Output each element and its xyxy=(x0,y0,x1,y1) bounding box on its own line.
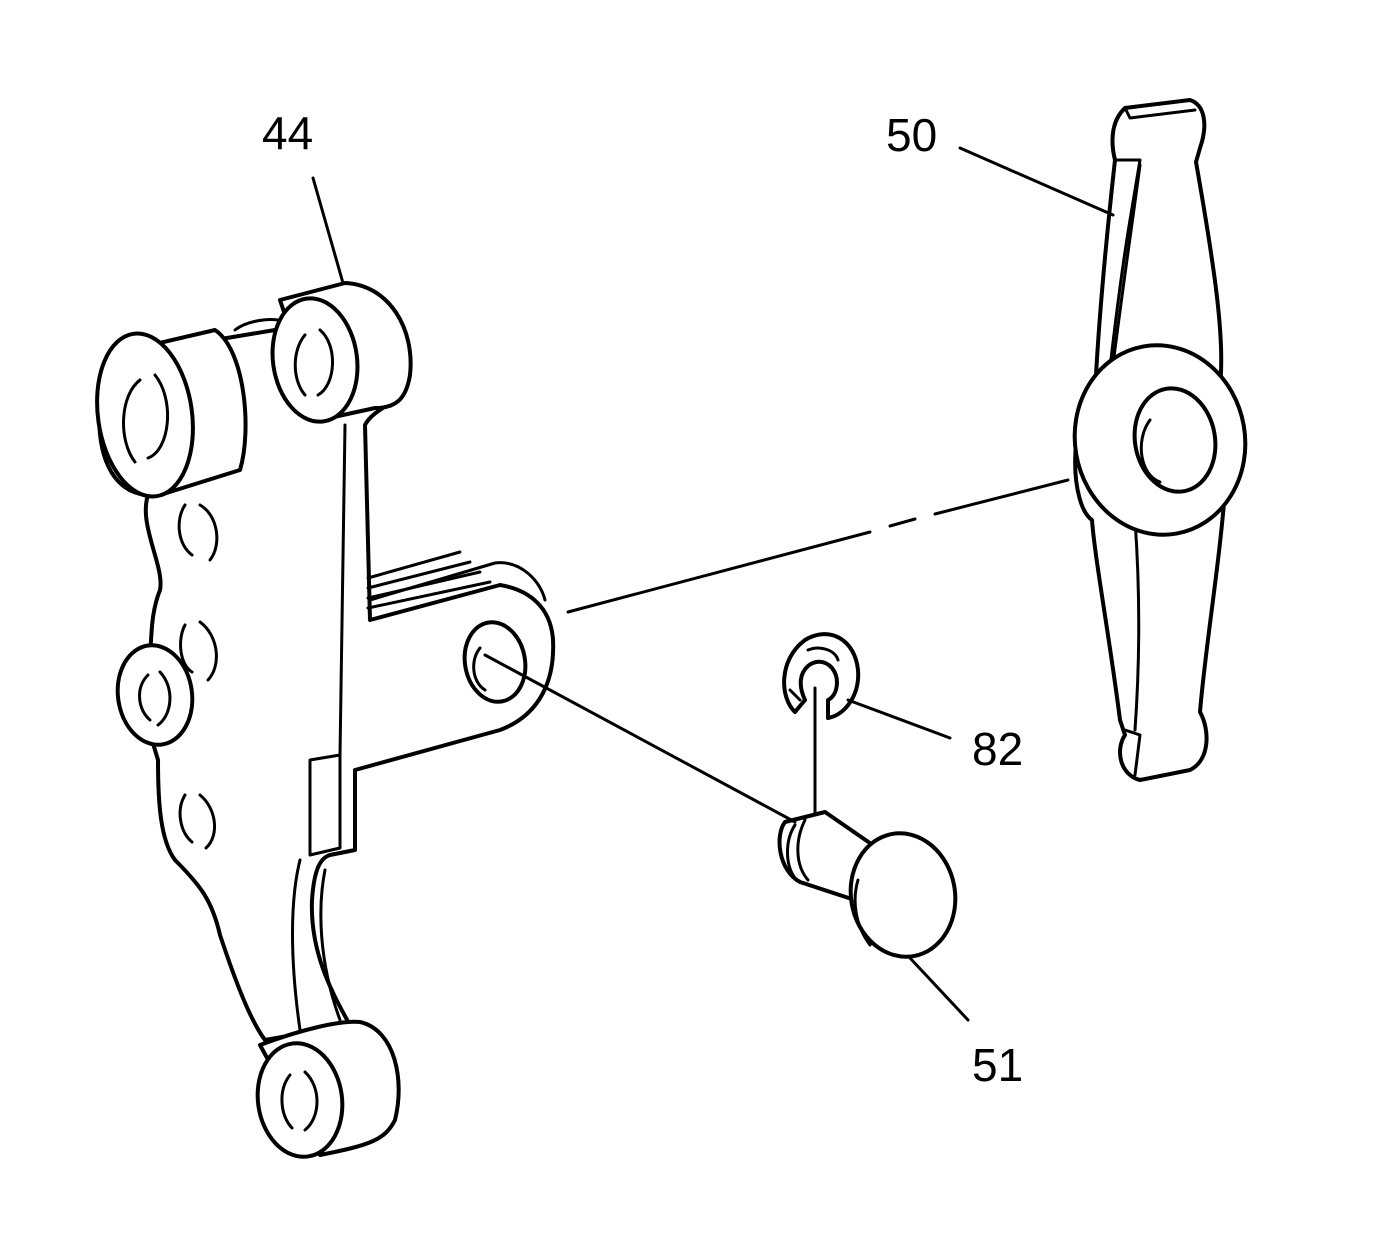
callout-51: 51 xyxy=(972,1039,1023,1091)
part-82-clip xyxy=(782,632,861,720)
leader-lines xyxy=(311,146,1115,1022)
part-51-pin xyxy=(777,810,958,959)
part-50-lever xyxy=(1072,98,1248,782)
callout-82: 82 xyxy=(972,723,1023,775)
part-44-bracket xyxy=(95,281,556,1159)
callout-50: 50 xyxy=(886,109,937,161)
alignment-lines xyxy=(483,478,1070,824)
callout-44: 44 xyxy=(262,107,313,159)
